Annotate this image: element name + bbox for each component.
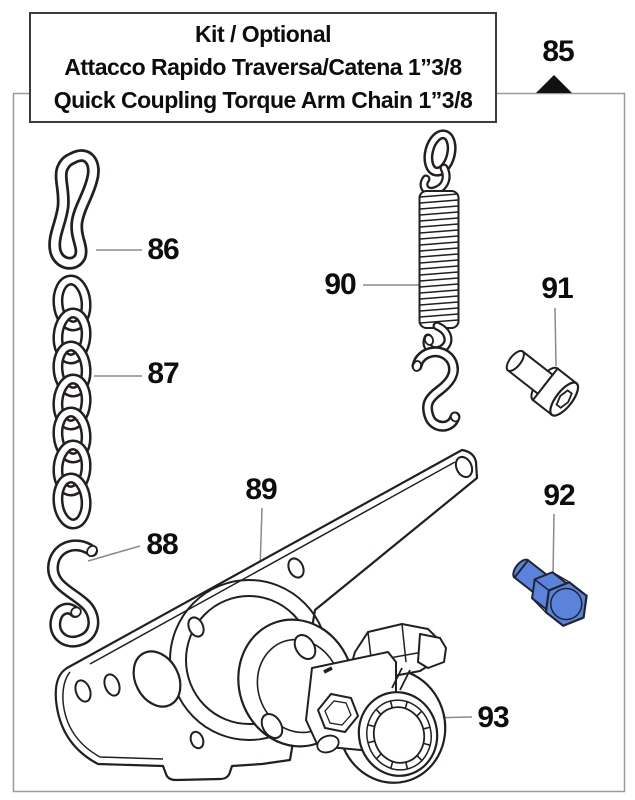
part-ref-86: 86 <box>147 233 179 266</box>
part-ref-90: 90 <box>324 268 356 301</box>
part-86-quick-link-drawing <box>48 149 100 270</box>
leader-89 <box>259 507 263 571</box>
title-line-3: Quick Coupling Torque Arm Chain 1”3/8 <box>53 87 473 113</box>
title-box: Kit / Optional Attacco Rapido Traversa/C… <box>29 12 497 123</box>
leader-lines <box>87 249 557 719</box>
part-90-spring-drawing <box>411 129 461 432</box>
leader-88 <box>87 545 141 562</box>
part-ref-85: 85 <box>542 35 574 68</box>
part-91-socket-screw-drawing <box>505 349 580 417</box>
part-ref-88: 88 <box>146 528 178 561</box>
part-ref-93: 93 <box>477 701 509 734</box>
part-ref-87: 87 <box>147 357 179 390</box>
leader-92 <box>552 513 555 578</box>
part-87-chain-drawing <box>52 274 92 530</box>
leader-91 <box>554 307 557 367</box>
part-93-coupling-drawing <box>237 618 447 784</box>
title-line-2: Attacco Rapido Traversa/Catena 1”3/8 <box>64 54 462 80</box>
part-ref-92: 92 <box>543 479 575 512</box>
part-ref-91: 91 <box>541 272 573 305</box>
hex-socket-icon <box>555 389 573 409</box>
part-92-hex-bolt-drawing <box>512 558 588 628</box>
title-line-1: Kit / Optional <box>194 21 332 47</box>
part-ref-89: 89 <box>245 473 277 506</box>
part-88-s-hook-drawing <box>47 539 100 648</box>
kit-marker-triangle-icon <box>536 75 572 93</box>
